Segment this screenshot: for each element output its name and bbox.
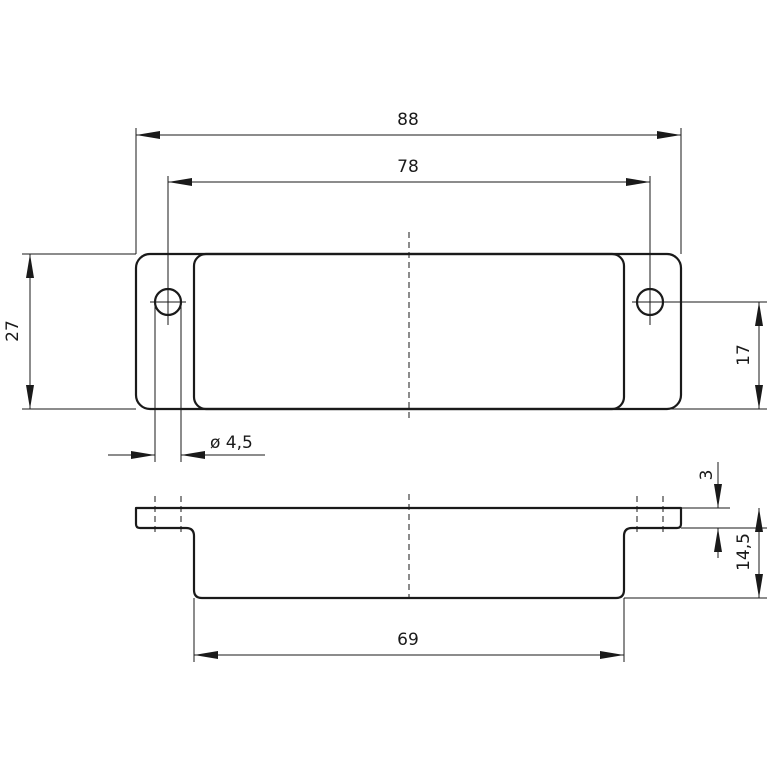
dimension-label-27: 27 xyxy=(3,320,23,342)
dimension-label-17: 17 xyxy=(734,344,754,366)
side-view xyxy=(134,494,683,600)
dimension-label-3: 3 xyxy=(697,470,717,481)
dimension-label-hole-diameter: ø 4,5 xyxy=(210,433,253,453)
dimension-hole-diameter: ø 4,5 xyxy=(108,302,265,462)
dimension-label-69: 69 xyxy=(397,630,419,650)
dimension-recess-width: 69 xyxy=(193,598,625,662)
dimension-height: 27 xyxy=(3,253,136,410)
dimension-depth: 14,5 xyxy=(624,508,767,599)
dimension-label-14-5: 14,5 xyxy=(734,533,754,571)
dimension-label-78: 78 xyxy=(397,157,419,177)
dimension-overall-width: 88 xyxy=(135,110,682,254)
dimension-label-88: 88 xyxy=(397,110,419,130)
dimension-hole-spacing: 78 xyxy=(168,157,650,186)
top-view xyxy=(134,176,767,422)
dimension-flange-thickness: 3 xyxy=(681,462,767,558)
dimension-recess-height: 17 xyxy=(624,302,767,410)
